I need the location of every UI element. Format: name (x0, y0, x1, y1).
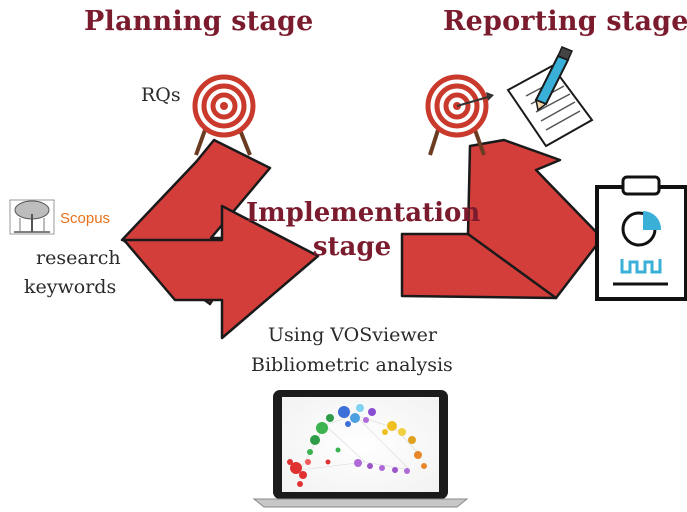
vosviewer-label: Using VOSviewer (268, 324, 437, 346)
laptop-icon (252, 390, 469, 508)
clipboard-chart-icon (595, 175, 687, 301)
keywords-label: keywords (24, 276, 117, 298)
reporting-stage-title: Reporting stage (443, 6, 687, 37)
scopus-label: Scopus (60, 210, 111, 227)
research-label: research (36, 247, 121, 269)
reporting-arrow-upper (466, 138, 604, 300)
implementation-title-line2: stage (312, 232, 392, 262)
implementation-title-line1: Implementation (246, 198, 481, 228)
target-icon (192, 74, 256, 156)
planning-stage-title: Planning stage (84, 6, 314, 37)
implementation-arrow (122, 204, 320, 340)
elsevier-tree-icon (9, 199, 55, 235)
pencil-icon (534, 46, 574, 112)
target-icon (425, 74, 494, 156)
implementation-stage-title: Implementation stage (246, 196, 481, 264)
rqs-label: RQs (141, 84, 181, 106)
bibliometric-label: Bibliometric analysis (251, 354, 453, 376)
